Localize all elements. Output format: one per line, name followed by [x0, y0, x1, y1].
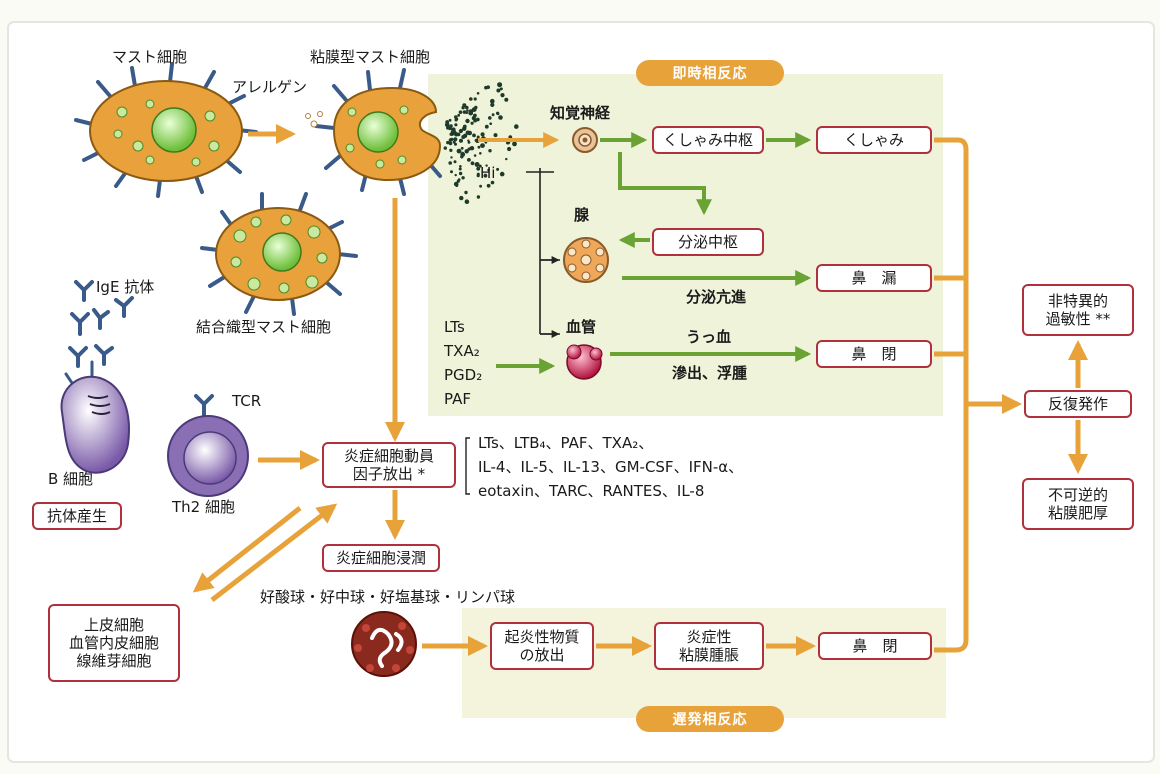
gland-label: 腺 [574, 206, 590, 224]
inflammatory-factor-box: 炎症細胞動員 因子放出 * [322, 442, 456, 488]
mediator-paf: PAF [444, 390, 471, 408]
secretion-increase-label: 分泌亢進 [686, 288, 747, 306]
vessel-label: 血管 [566, 318, 597, 336]
histamine-label: Hi [480, 164, 496, 182]
late-phase-header: 遅発相反応 [636, 706, 784, 732]
mucosal-mast-cell-icon [305, 68, 442, 196]
antibody-production-box: 抗体産生 [32, 502, 122, 530]
secretion-center-box: 分泌中枢 [652, 228, 764, 256]
hypersensitivity-box: 非特異的 過敏性 ** [1022, 284, 1134, 336]
irreversible-thickening-box: 不可逆的 粘膜肥厚 [1022, 478, 1134, 530]
mucosal-mast-cell-label: 粘膜型マスト細胞 [310, 48, 431, 66]
arrow-from-epithelial [210, 503, 338, 602]
mediator-txa2: TXA₂ [444, 342, 480, 360]
factor-list-line-1: LTs、LTB₄、PAF、TXA₂、 [478, 434, 654, 452]
mediator-lts: LTs [444, 318, 465, 336]
factor-bracket [465, 437, 470, 495]
connective-mast-cell-label: 結合織型マスト細胞 [196, 318, 332, 336]
hi-branch-lines [526, 168, 560, 335]
mucosal-swelling-box: 炎症性 粘膜腫脹 [654, 622, 764, 670]
late-obstruction-box: 鼻 閉 [818, 632, 932, 660]
b-cell-icon [60, 360, 130, 474]
sneeze-center-box: くしゃみ中枢 [652, 126, 764, 154]
connective-mast-cell-icon [200, 192, 358, 316]
infiltration-box: 炎症細胞浸潤 [322, 544, 440, 572]
th2-cell-label: Th2 細胞 [172, 498, 235, 516]
ige-antibody-icons [68, 280, 134, 368]
granulocyte-icon [351, 611, 417, 677]
tcr-label: TCR [232, 392, 262, 410]
recurrence-box: 反復発作 [1024, 390, 1132, 418]
factor-list-line-2: IL-4、IL-5、IL-13、GM-CSF、IFN-α、 [478, 458, 744, 476]
rhinorrhea-box: 鼻 漏 [816, 264, 932, 292]
b-cell-label: B 細胞 [48, 470, 94, 488]
arrow-to-epithelial [192, 506, 302, 593]
congestion-label: うっ血 [686, 328, 732, 346]
release-box: 起炎性物質 の放出 [490, 622, 594, 670]
mast-cell-label: マスト細胞 [112, 48, 188, 66]
gland-icon [563, 237, 609, 283]
arrow-to-secretion-center [618, 152, 712, 216]
mast-cell-icon [74, 62, 258, 198]
sensory-nerve-icon [572, 127, 598, 153]
epithelial-cells-box: 上皮細胞 血管内皮細胞 線維芽細胞 [48, 604, 180, 682]
ige-antibody-label: IgE 抗体 [96, 278, 155, 296]
factor-list-line-3: eotaxin、TARC、RANTES、IL-8 [478, 482, 705, 500]
th2-cell-icon [167, 394, 249, 497]
sensory-nerve-label: 知覚神経 [550, 104, 611, 122]
collector-line [934, 137, 969, 653]
immediate-phase-header: 即時相反応 [636, 60, 784, 86]
nasal-obstruction-box: 鼻 閉 [816, 340, 932, 368]
sneeze-box: くしゃみ [816, 126, 932, 154]
exudation-label: 滲出、浮腫 [672, 364, 748, 382]
histamine-spray [443, 82, 519, 204]
blood-vessel-icon [566, 344, 603, 380]
allergen-label: アレルゲン [232, 78, 308, 96]
mediator-pgd2: PGD₂ [444, 366, 483, 384]
granulocytes-label: 好酸球・好中球・好塩基球・リンパ球 [260, 588, 516, 606]
